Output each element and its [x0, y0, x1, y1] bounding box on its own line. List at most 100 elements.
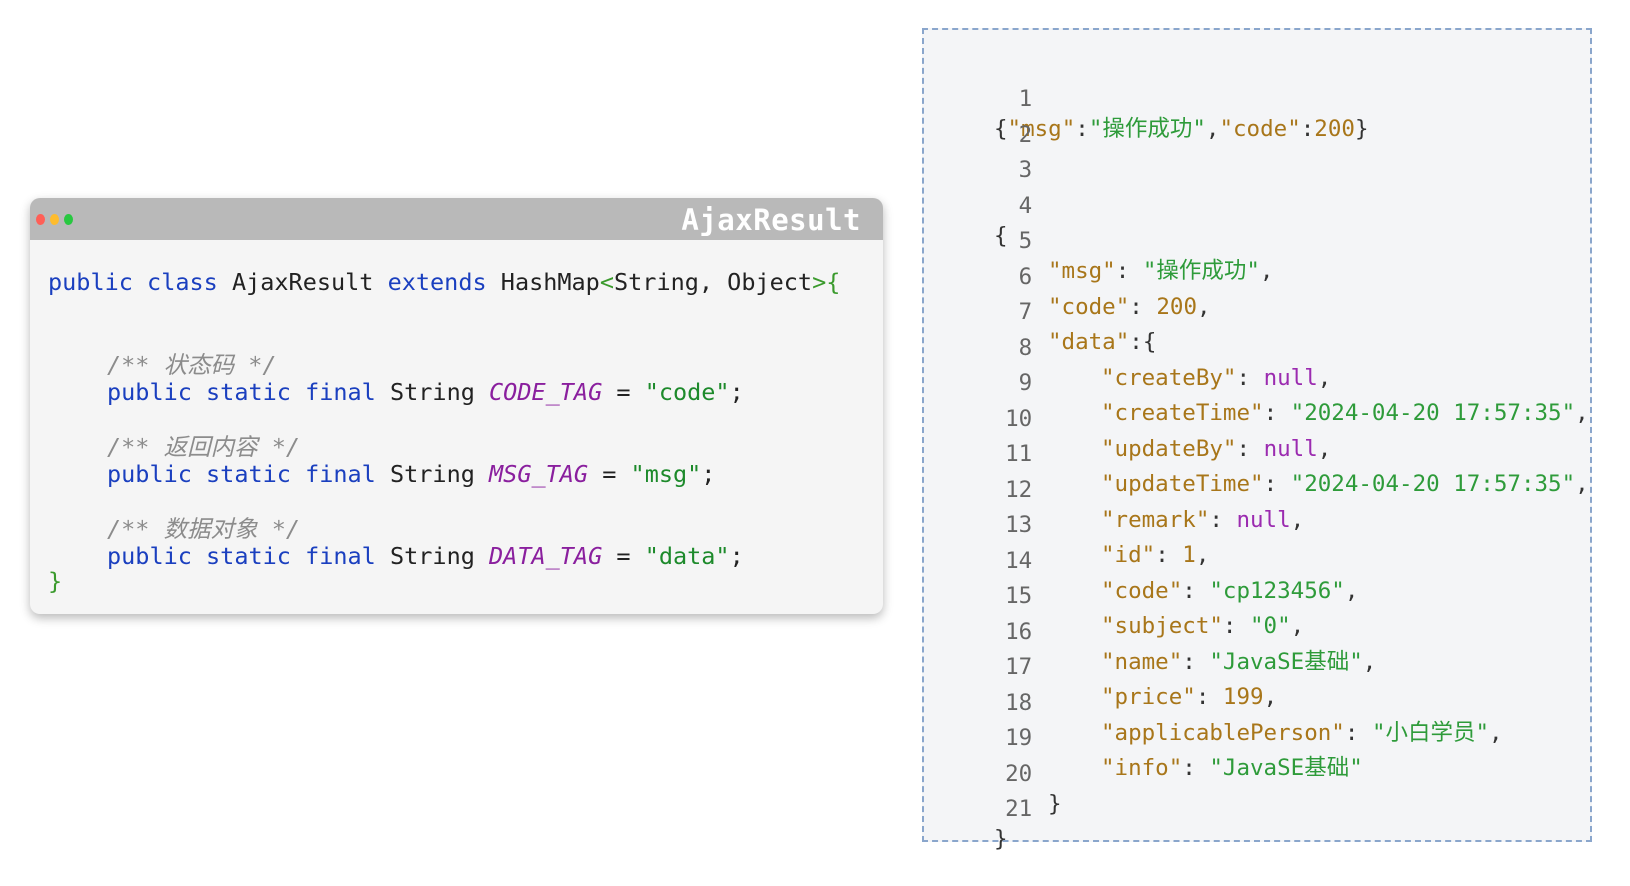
- line-content: "data":{: [1048, 327, 1156, 357]
- json-string: "cp123456": [1209, 578, 1345, 604]
- json-response-panel: 1 {"msg":"操作成功","code":200} 2 3 4 { 5 "m…: [922, 28, 1592, 852]
- line-number: 5: [1018, 228, 1033, 254]
- class-name: AjaxResult: [231, 268, 374, 296]
- code-comment: /** 返回内容 */: [48, 432, 300, 462]
- brace: }: [1048, 791, 1062, 817]
- line-content: "id": 1,: [1101, 540, 1209, 570]
- line-content: "createTime": "2024-04-20 17:57:35",: [1101, 398, 1589, 428]
- brace: }: [994, 826, 1008, 852]
- close-dot-icon[interactable]: [36, 214, 45, 225]
- colon: :: [1236, 436, 1251, 462]
- line-content: "remark": null,: [1101, 505, 1304, 535]
- open-brace: {: [826, 268, 841, 296]
- line-content: "info": "JavaSE基础": [1101, 753, 1363, 783]
- line-number: 4: [1018, 193, 1033, 219]
- line-number: 13: [1005, 512, 1033, 538]
- type-name: HashMap: [500, 268, 600, 296]
- json-null: null: [1263, 436, 1318, 462]
- operator: =: [616, 542, 631, 570]
- json-string: "操作成功": [1142, 258, 1260, 284]
- colon: :: [1115, 258, 1130, 284]
- line-number: 7: [1018, 299, 1033, 325]
- colon: :: [1182, 755, 1196, 781]
- json-line: 6 "code": 200,: [924, 232, 1211, 320]
- json-line: 11 "updateTime": "2024-04-20 17:57:35",: [924, 409, 1589, 497]
- comment-text: /** 状态码 */: [107, 351, 277, 379]
- code-editor: public class AjaxResult extends HashMap<…: [30, 240, 883, 614]
- line-number: 17: [1005, 654, 1033, 680]
- json-line: 16 "name": "JavaSE基础",: [924, 587, 1376, 675]
- comma: ,: [1575, 471, 1589, 497]
- angle-bracket: >: [812, 268, 827, 296]
- comma: ,: [1195, 542, 1210, 568]
- keyword: public: [48, 268, 133, 296]
- comma: ,: [1317, 365, 1332, 391]
- json-line: 12 "remark": null,: [924, 445, 1304, 533]
- line-number: 2: [1018, 122, 1033, 148]
- code-line-closing: }: [48, 566, 62, 596]
- json-line: 21 }: [924, 764, 1032, 852]
- line-content: {: [994, 221, 1008, 251]
- json-line: 13 "id": 1,: [924, 480, 1209, 568]
- line-number: 1: [1018, 86, 1033, 112]
- window-controls: [36, 214, 73, 225]
- string-literal: "msg": [630, 460, 702, 488]
- code-comment: /** 状态码 */: [48, 350, 277, 380]
- comma: ,: [1344, 578, 1359, 604]
- comma: ,: [1205, 116, 1220, 142]
- line-content: "updateBy": null,: [1101, 434, 1331, 464]
- brace: {: [994, 223, 1008, 249]
- comment-text: /** 返回内容 */: [107, 433, 301, 461]
- json-key: "msg": [1007, 116, 1076, 142]
- json-line: 7 "data":{: [924, 267, 1157, 355]
- line-content: {"msg":"操作成功","code":200}: [994, 114, 1368, 144]
- json-null: null: [1263, 365, 1318, 391]
- comment-text: /** 数据对象 */: [107, 515, 301, 543]
- json-key: "id": [1101, 542, 1156, 568]
- window-titlebar: AjaxResult: [30, 198, 883, 240]
- json-line: 20 }: [924, 729, 1061, 817]
- code-comment: /** 数据对象 */: [48, 514, 300, 544]
- angle-bracket: <: [599, 268, 614, 296]
- code-line-field: public static final String MSG_TAG = "ms…: [48, 459, 715, 489]
- json-line: 17 "price": 199,: [924, 622, 1277, 710]
- keyword: public static final: [107, 542, 376, 570]
- json-line: 10 "updateBy": null,: [924, 374, 1331, 462]
- json-string: "2024-04-20 17:57:35": [1290, 471, 1576, 497]
- line-number: 9: [1018, 370, 1033, 396]
- operator: =: [602, 460, 617, 488]
- colon: :: [1222, 613, 1237, 639]
- line-content: "updateTime": "2024-04-20 17:57:35",: [1101, 469, 1589, 499]
- keyword: public static final: [107, 378, 376, 406]
- brace: }: [1354, 116, 1369, 142]
- code-line-field: public static final String DATA_TAG = "d…: [48, 541, 744, 571]
- json-line: 2: [924, 90, 1033, 148]
- line-number: 21: [1005, 796, 1033, 822]
- colon-brace: :{: [1129, 329, 1157, 355]
- line-content: "applicablePerson": "小白学员",: [1101, 718, 1503, 748]
- line-number: 6: [1018, 264, 1033, 290]
- keyword: class: [147, 268, 218, 296]
- line-content: }: [994, 824, 1008, 854]
- json-key: "code": [1048, 294, 1130, 320]
- minimize-dot-icon[interactable]: [50, 214, 59, 225]
- maximize-dot-icon[interactable]: [64, 214, 73, 225]
- keyword: extends: [387, 268, 487, 296]
- line-content: "name": "JavaSE基础",: [1101, 647, 1376, 677]
- json-line: 14 "code": "cp123456",: [924, 516, 1358, 604]
- json-key: "updateBy": [1101, 436, 1237, 462]
- json-key: "createTime": [1101, 400, 1264, 426]
- comma: ,: [1362, 649, 1377, 675]
- json-key: "createBy": [1101, 365, 1237, 391]
- type-name: String: [389, 460, 475, 488]
- code-line-class-declaration: public class AjaxResult extends HashMap<…: [48, 267, 840, 297]
- json-line: 1 {"msg":"操作成功","code":200}: [924, 54, 1368, 142]
- colon: :: [1344, 720, 1359, 746]
- colon: :: [1300, 116, 1315, 142]
- comma: ,: [1263, 684, 1278, 710]
- line-content: "code": 200,: [1048, 292, 1211, 322]
- comma: ,: [1575, 400, 1589, 426]
- colon: :: [1182, 649, 1196, 675]
- comma: ,: [1259, 258, 1274, 284]
- generic-types: String, Object: [614, 268, 813, 296]
